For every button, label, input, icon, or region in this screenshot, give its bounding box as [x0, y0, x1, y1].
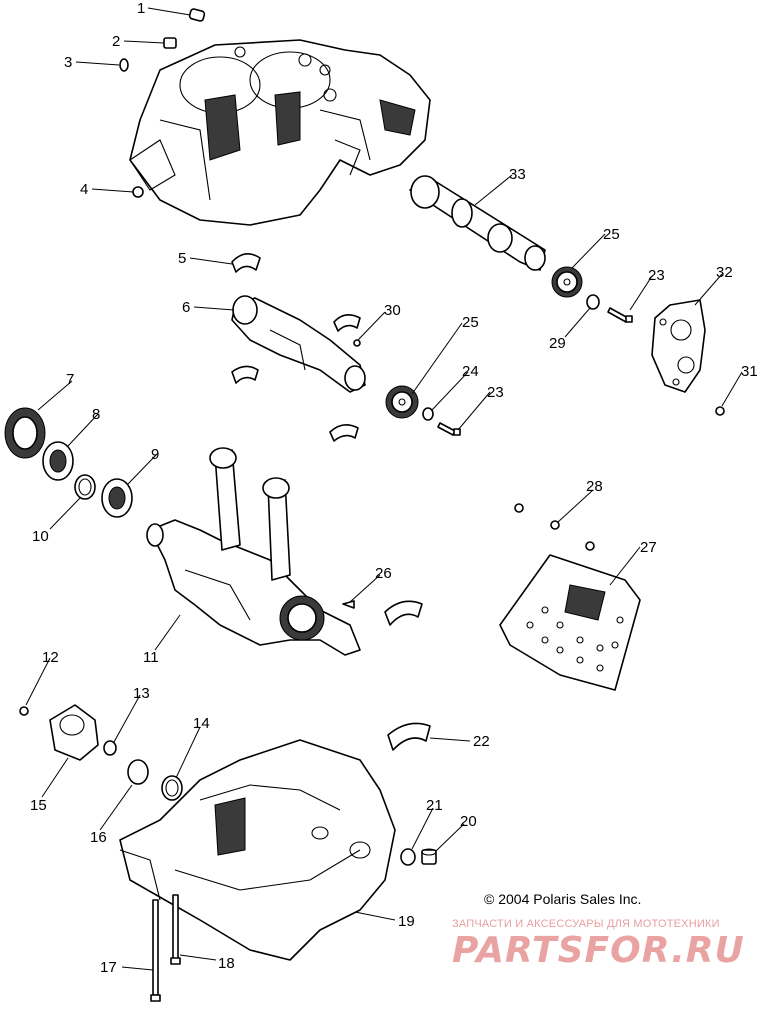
callout-9: 9	[151, 446, 159, 463]
callout-14: 14	[193, 715, 210, 732]
part-25-gear-lower	[385, 385, 419, 419]
part-14-snap-ring	[161, 775, 183, 801]
part-29-washer	[586, 294, 600, 310]
watermark-caption: ЗАПЧАСТИ И АКСЕССУАРЫ ДЛЯ МОТОТЕХНИКИ	[452, 918, 720, 930]
callout-25-lower: 25	[462, 314, 479, 331]
callout-19: 19	[398, 913, 415, 930]
callout-15: 15	[30, 797, 47, 814]
part-9-bearing	[101, 478, 133, 518]
callout-7: 7	[66, 371, 74, 388]
part-4-plug	[132, 186, 144, 198]
callout-33: 33	[509, 166, 526, 183]
callout-16: 16	[90, 829, 107, 846]
callout-24: 24	[462, 363, 479, 380]
callout-18: 18	[218, 955, 235, 972]
part-18-bolt	[170, 894, 181, 965]
copyright-notice: © 2004 Polaris Sales Inc.	[484, 891, 642, 907]
callout-8: 8	[92, 406, 100, 423]
bearing-shell-mid	[384, 600, 423, 626]
part-20-plug	[421, 848, 437, 865]
callout-23-lower: 23	[487, 384, 504, 401]
callout-6: 6	[182, 299, 190, 316]
part-30-pin	[353, 339, 361, 347]
part-11-crankshaft	[146, 447, 361, 656]
part-6-balance-shaft	[231, 295, 366, 393]
part-23-bolt-lower	[437, 422, 461, 436]
callout-21: 21	[426, 797, 443, 814]
callout-labels: 1 2 3 4 5 6 7 8 9 10 11 12 13 14 15 16 1…	[30, 0, 758, 976]
part-17-bolt	[150, 899, 161, 1002]
part-2-pin	[163, 37, 177, 49]
callout-31: 31	[741, 363, 758, 380]
watermark-logo: PARTSFOR.RU	[452, 930, 745, 971]
part-3-oring	[119, 58, 129, 72]
bearing-shell-left	[231, 365, 259, 384]
part-33-camshaft	[409, 175, 546, 271]
part-19-lower-crankcase	[119, 739, 396, 961]
part-16-cap	[127, 759, 149, 785]
part-13-oring	[103, 740, 117, 756]
callout-11: 11	[143, 649, 159, 666]
callout-13: 13	[133, 685, 150, 702]
bearing-shell-lower	[329, 424, 359, 442]
part-8-bearing	[42, 441, 74, 481]
callout-25-upper: 25	[603, 226, 620, 243]
bearing-shell-upper	[333, 314, 361, 332]
callout-29: 29	[549, 335, 566, 352]
callout-17: 17	[100, 959, 117, 976]
part-21-washer	[400, 848, 416, 866]
leader-lines	[25, 7, 743, 971]
part-12-bolt	[19, 706, 29, 716]
callout-26: 26	[375, 565, 392, 582]
callout-22: 22	[473, 733, 490, 750]
part-5-bearing-shell	[231, 253, 261, 273]
part-25-gear-upper	[551, 266, 583, 298]
part-27-baffle	[499, 554, 641, 691]
callout-28: 28	[586, 478, 603, 495]
upper-crankcase	[129, 39, 431, 226]
part-28-bolts	[514, 503, 595, 551]
callout-27: 27	[640, 539, 657, 556]
callout-4: 4	[80, 181, 88, 198]
part-1-fitting	[188, 8, 206, 22]
callout-32: 32	[716, 264, 733, 281]
part-31-screw	[715, 406, 725, 416]
callout-5: 5	[178, 250, 186, 267]
part-22-bearing-shell	[387, 722, 431, 751]
callout-10: 10	[32, 528, 49, 545]
callout-1: 1	[137, 0, 145, 17]
callout-23-upper: 23	[648, 267, 665, 284]
part-10-ring	[74, 474, 96, 500]
part-15-housing	[49, 704, 99, 761]
callout-2: 2	[112, 33, 120, 50]
part-23-bolt-upper	[607, 307, 633, 323]
part-24-washer	[422, 407, 434, 421]
callout-30: 30	[384, 302, 401, 319]
callout-20: 20	[460, 813, 477, 830]
part-32-cover-plate	[651, 299, 706, 393]
callout-12: 12	[42, 649, 59, 666]
part-26-key	[342, 600, 355, 609]
callout-3: 3	[64, 54, 72, 71]
part-7-seal	[4, 407, 46, 459]
